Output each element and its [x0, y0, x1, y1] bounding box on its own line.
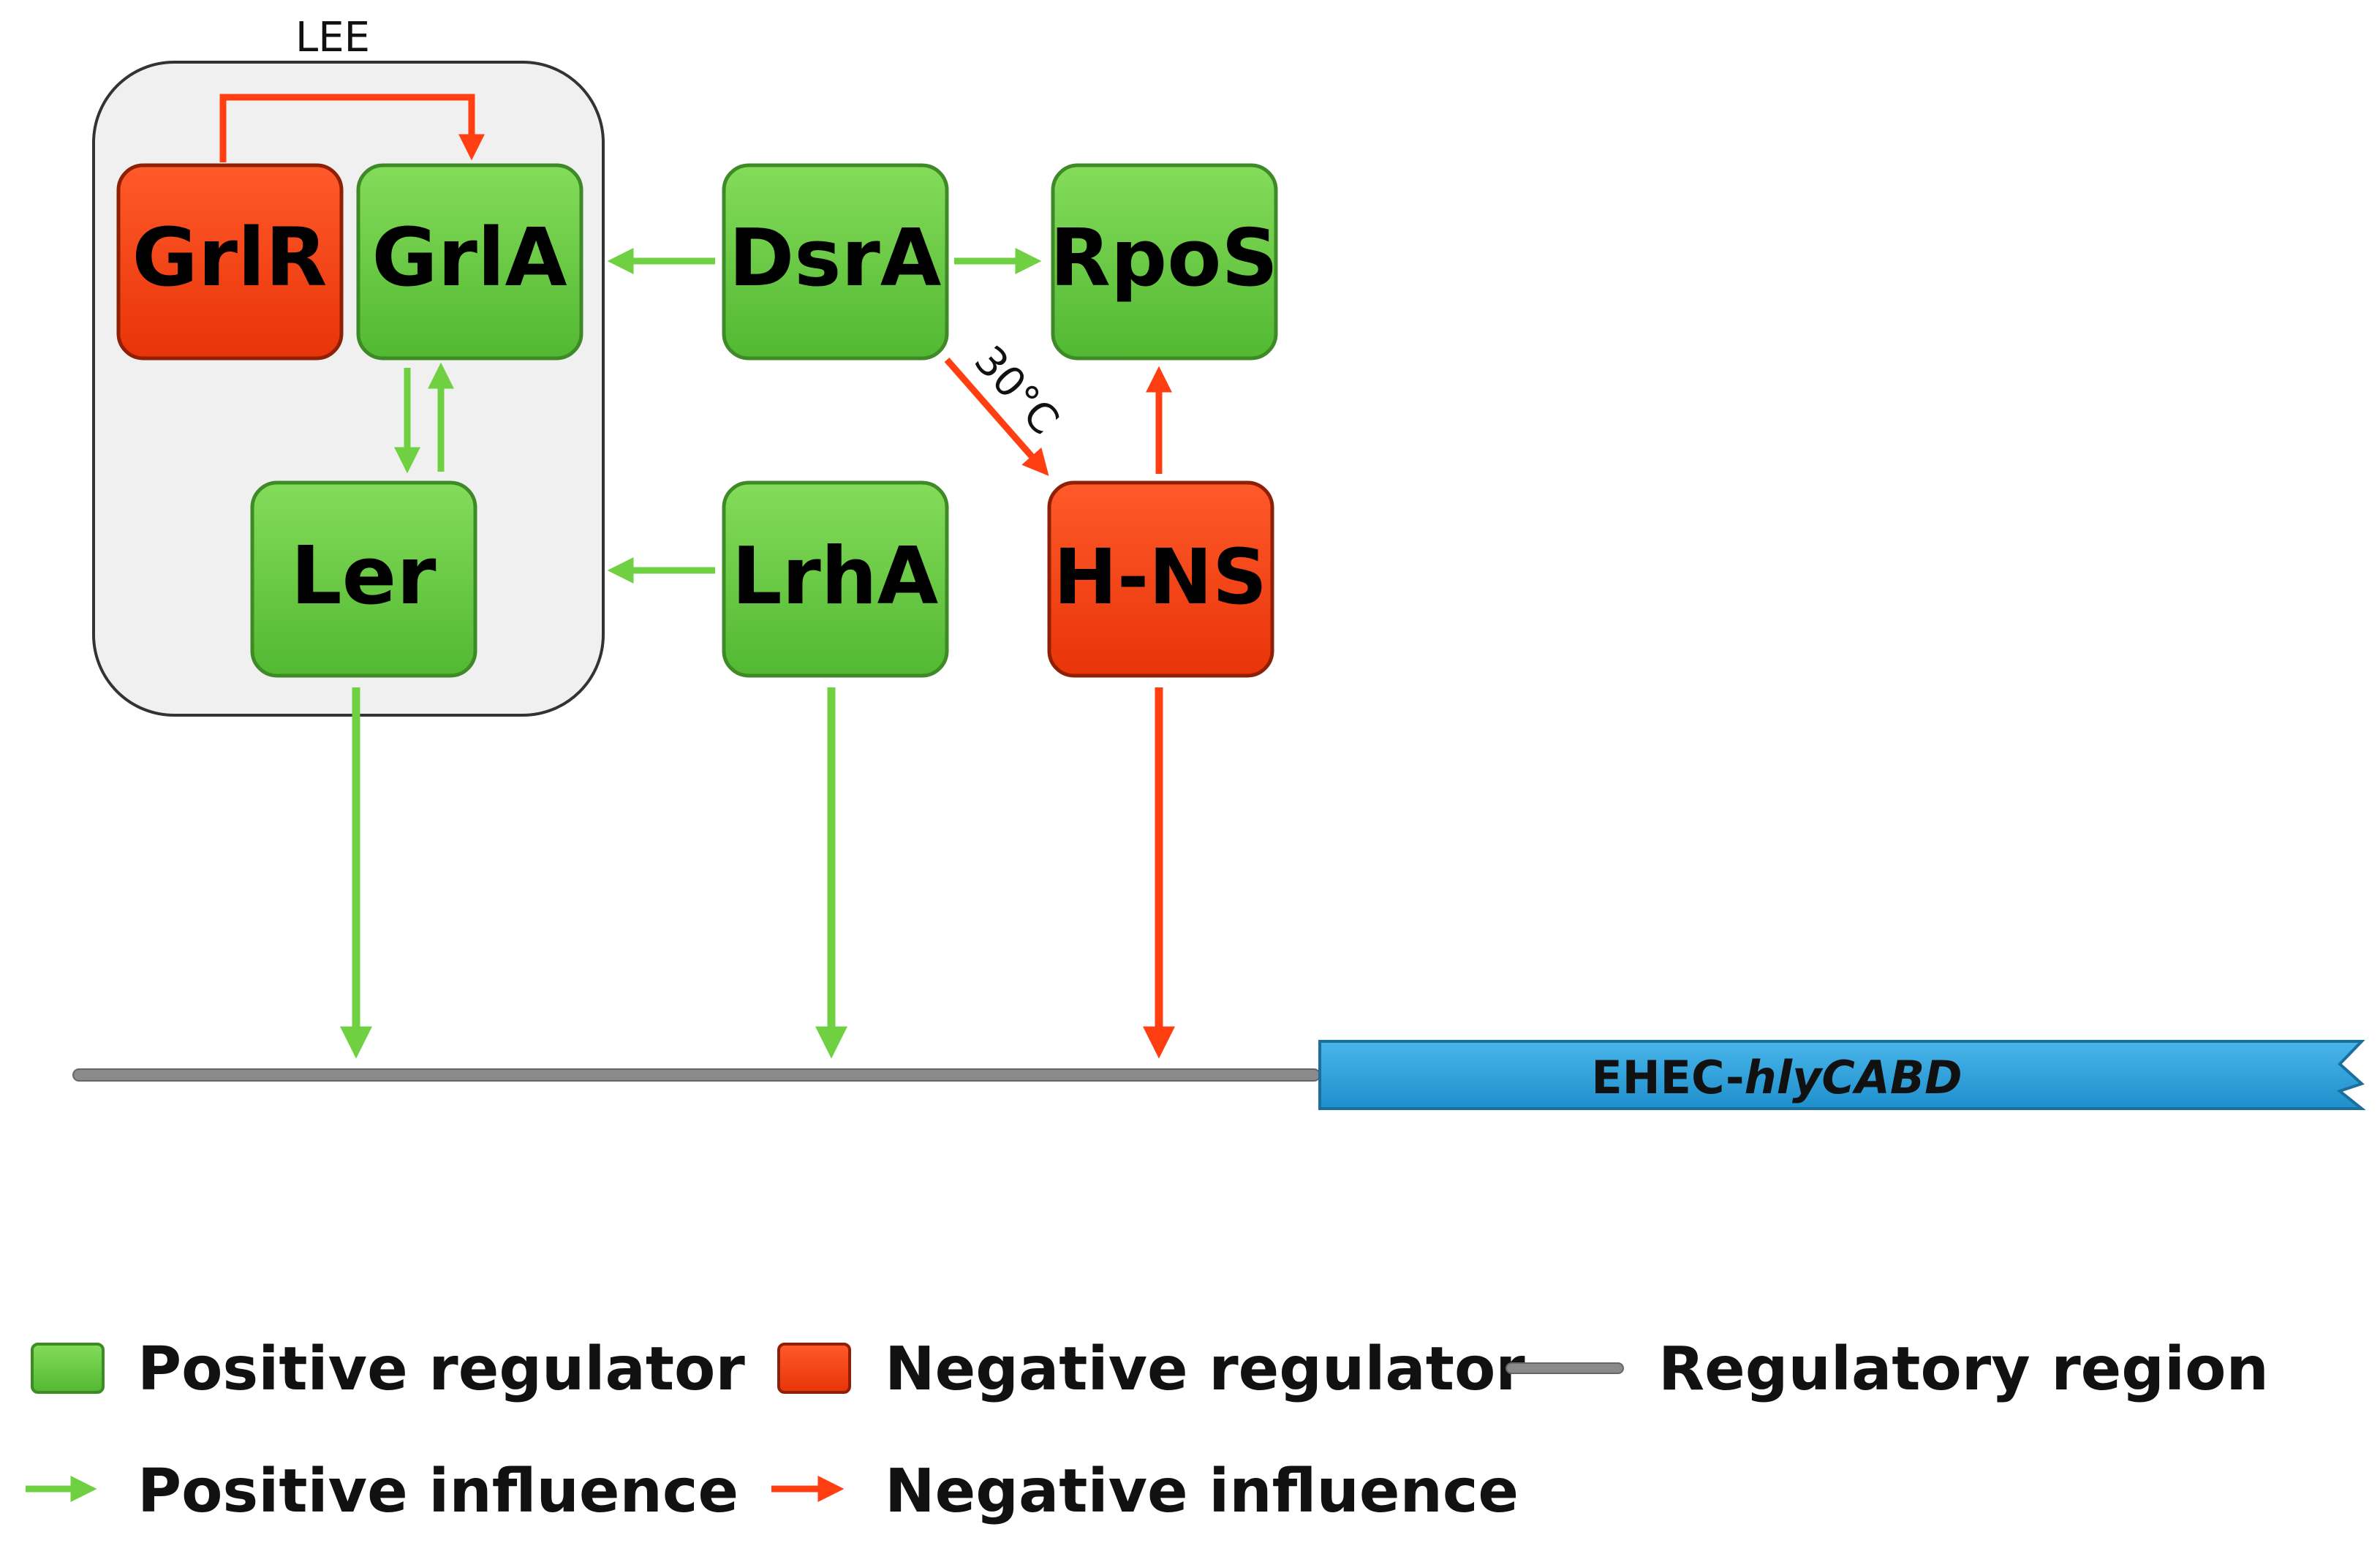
legend-positive-regulator-swatch: [31, 1343, 105, 1394]
node-dsra: DsrA: [722, 163, 949, 361]
edge-dsra-to-hns: [944, 358, 1049, 476]
node-hns: H-NS: [1047, 480, 1274, 678]
node-grlr: GrlR: [116, 163, 344, 361]
node-ler: Ler: [250, 480, 477, 678]
legend-negative-regulator-swatch: [777, 1343, 851, 1394]
gene-ehec-hlycabd: EHEC-hlyCABD: [1318, 1040, 2366, 1110]
legend-positive-regulator: Positive regulator: [137, 1335, 745, 1404]
node-lrha: LrhA: [722, 480, 949, 678]
node-ler-label: Ler: [291, 529, 437, 622]
legend-negative-regulator: Negative regulator: [885, 1335, 1525, 1404]
node-grla-label: GrlA: [371, 211, 567, 304]
legend-regulatory-region-swatch: [1506, 1362, 1624, 1374]
gene-prefix: EHEC-: [1591, 1051, 1744, 1104]
gene-label: EHEC-hlyCABD: [1591, 1051, 1962, 1104]
temperature-label: 30°C: [965, 337, 1068, 444]
node-lrha-label: LrhA: [732, 531, 939, 622]
legend-positive-influence: Positive influence: [137, 1457, 738, 1526]
edges: [219, 94, 1175, 1059]
node-grla: GrlA: [356, 163, 583, 361]
node-rpos-label: RpoS: [1050, 213, 1278, 304]
legend-negative-influence: Negative influence: [885, 1457, 1519, 1526]
regulatory-region-line: [72, 1068, 1321, 1082]
legend-regulatory-region: Regulatory region: [1658, 1335, 2269, 1404]
node-dsra-label: DsrA: [729, 213, 942, 304]
node-hns-label: H-NS: [1054, 532, 1267, 622]
edge-grlr-to-grla: [219, 94, 485, 162]
gene-name: hlyCABD: [1745, 1051, 1962, 1104]
node-rpos: RpoS: [1050, 163, 1278, 361]
node-grlr-label: GrlR: [132, 211, 328, 304]
lee-label: LEE: [295, 14, 370, 61]
legend: Positive regulator Negative regulator Re…: [26, 1335, 2269, 1526]
